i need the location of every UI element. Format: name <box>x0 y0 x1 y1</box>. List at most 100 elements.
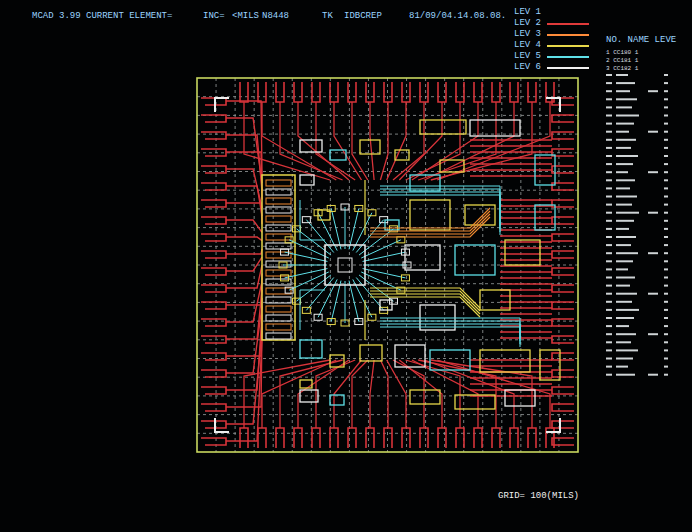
bond-pad <box>510 428 518 448</box>
list-scribble <box>648 131 658 133</box>
bond-pad <box>552 251 574 258</box>
lead-trace <box>226 282 262 322</box>
lead-bundle <box>470 169 552 170</box>
fan-wire <box>363 269 406 278</box>
legend-swatch <box>547 23 589 25</box>
list-scribble <box>616 293 637 295</box>
list-scribble <box>616 333 636 335</box>
bus-line <box>364 180 365 235</box>
via-cell <box>341 204 349 210</box>
lead-bundle <box>470 383 552 384</box>
list-scribble <box>606 204 612 206</box>
list-scribble <box>616 196 637 198</box>
list-scribble <box>616 260 633 262</box>
bond-pad <box>456 82 464 102</box>
column-cell <box>266 225 291 231</box>
list-scribble <box>664 106 668 108</box>
list-scribble <box>606 155 612 157</box>
list-scribble <box>664 196 668 198</box>
bus-line <box>370 211 490 231</box>
fan-wire <box>331 208 341 249</box>
bus-line <box>370 297 480 317</box>
list-scribble <box>664 293 668 295</box>
list-scribble <box>606 115 612 117</box>
lead-bundle <box>500 307 552 309</box>
column-cell <box>266 306 291 312</box>
list-scribble <box>606 187 612 189</box>
list-scribble <box>606 98 612 100</box>
list-scribble <box>616 252 638 254</box>
cell-rect <box>380 300 392 310</box>
bus-line <box>300 200 325 240</box>
list-scribble <box>664 358 668 360</box>
bond-pad <box>201 336 226 343</box>
list-scribble <box>664 252 668 254</box>
lead-trace <box>387 102 406 180</box>
via-cell <box>281 249 289 255</box>
list-scribble <box>616 90 630 92</box>
legend-swatch <box>547 67 589 69</box>
list-scribble <box>664 147 668 149</box>
cell-rect <box>330 150 346 160</box>
bond-pad <box>201 98 226 105</box>
cell-rect <box>300 380 312 388</box>
grid-line <box>197 208 578 209</box>
list-scribble <box>616 98 637 100</box>
fan-wire <box>345 207 346 249</box>
column-cell <box>266 216 291 222</box>
bond-pad <box>552 370 574 377</box>
list-scribble <box>664 82 668 84</box>
list-scribble <box>606 333 612 335</box>
bond-pad <box>201 200 226 207</box>
legend-text: LEV 4 <box>514 41 541 50</box>
list-scribble <box>616 171 628 173</box>
lead-bundle <box>500 235 552 237</box>
lead-bundle <box>500 301 552 303</box>
bond-pad <box>258 428 266 448</box>
bond-pad <box>402 82 410 102</box>
lead-trace <box>226 152 262 200</box>
bond-pad <box>438 82 446 102</box>
list-scribble <box>606 293 612 295</box>
lead-trace <box>226 265 262 288</box>
column-cell <box>266 315 291 321</box>
column-cell <box>266 297 291 303</box>
via-cell <box>368 210 376 216</box>
list-scribble <box>606 358 612 360</box>
legend-row: LEV 3 <box>514 30 589 39</box>
bond-pad <box>552 234 574 241</box>
lead-trace <box>244 360 330 428</box>
column-cell <box>266 207 291 213</box>
lead-trace <box>226 237 262 241</box>
list-scribble <box>648 212 658 214</box>
list-scribble <box>606 374 612 376</box>
list-scribble <box>664 187 668 189</box>
fan-wire <box>331 281 341 322</box>
list-scribble <box>606 325 612 327</box>
bond-pad <box>552 404 574 411</box>
list-scribble <box>664 236 668 238</box>
bond-pad <box>201 404 226 411</box>
bond-pad <box>552 421 574 428</box>
lead-trace <box>226 257 262 271</box>
list-scribble <box>648 171 658 173</box>
grid-line <box>197 96 578 97</box>
cell-rect <box>535 155 555 185</box>
list-scribble <box>648 333 658 335</box>
list-scribble <box>648 293 658 295</box>
list-scribble <box>606 147 612 149</box>
list-scribble <box>606 228 612 230</box>
list-scribble <box>664 123 668 125</box>
list-scribble <box>664 204 668 206</box>
list-scribble <box>664 115 668 117</box>
bond-pad <box>201 251 226 258</box>
lead-trace <box>316 360 355 428</box>
column-cell <box>266 189 291 195</box>
via-cell <box>341 320 349 326</box>
list-scribble <box>616 325 629 327</box>
cell-rect <box>318 210 330 220</box>
bond-pad <box>552 132 574 139</box>
bond-pad <box>528 428 536 448</box>
list-scribble <box>664 171 668 173</box>
lead-bundle <box>470 145 552 146</box>
